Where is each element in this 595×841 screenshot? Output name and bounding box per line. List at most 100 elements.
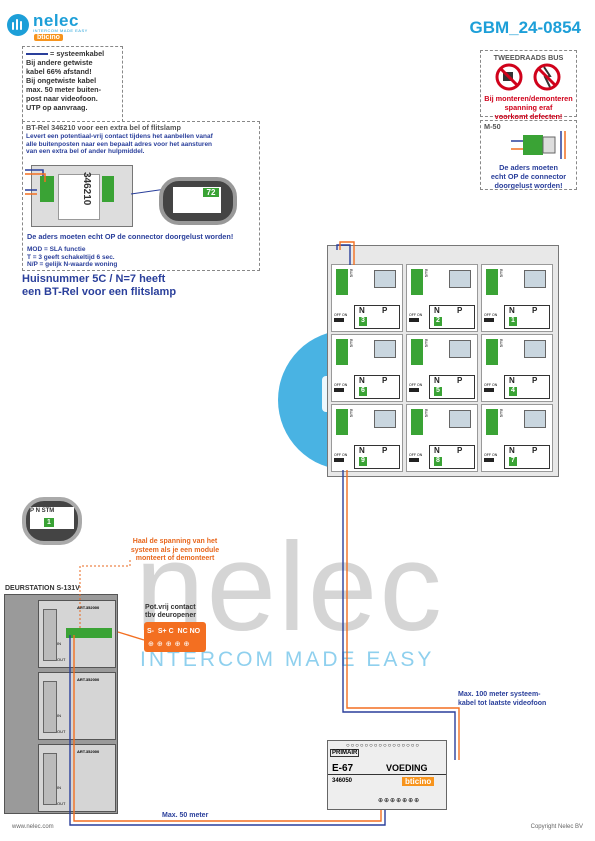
cable-note-line: Bij ongetwiste kabel xyxy=(26,76,97,85)
btrel-note: BT-Rel 346210 voor een extra bel of flit… xyxy=(22,121,260,271)
off-on-switch[interactable]: OFF ON xyxy=(484,313,498,317)
btrel-dip-zoom: 72 xyxy=(159,177,237,225)
psu-terminals-icon: ○○○○○○○○○○○○○○○○ xyxy=(346,743,420,749)
logo-name: nelec xyxy=(33,11,79,30)
bus-warning-line: voorkomt defecten! xyxy=(494,112,563,121)
module-in: IN xyxy=(57,641,61,646)
bus-connector-icon xyxy=(336,409,348,435)
logo-tagline: INTERCOM MADE EASY xyxy=(33,28,88,33)
address-number: 3 xyxy=(359,317,367,326)
p-label: P xyxy=(532,306,538,315)
bus-warning: TWEEDRAADS BUS Bij monteren/demonteren s… xyxy=(480,50,577,121)
n-label: N xyxy=(509,446,515,455)
contact-module: S- S+ C NC NO ⊕⊕⊕⊕⊕ xyxy=(144,622,206,652)
btrel-desc: van een extra bel of ander hulpmiddel. xyxy=(26,148,145,155)
bus-connector-icon xyxy=(336,339,348,365)
off-on-switch[interactable]: OFF ON xyxy=(484,453,498,457)
p-label: P xyxy=(457,446,463,455)
power-note-arrow xyxy=(79,560,131,630)
n-label: N xyxy=(359,446,365,455)
door-station-title: DEURSTATION S-131V xyxy=(5,585,80,592)
cable-100-line: kabel tot laatste videofoon xyxy=(458,700,547,707)
off-on-switch[interactable]: OFF ON xyxy=(409,313,423,317)
m50-title: M-50 xyxy=(484,122,501,131)
address-number: 2 xyxy=(434,317,442,326)
m50-note: M-50 De aders moeten echt OP de connecto… xyxy=(480,120,577,190)
screen-icon xyxy=(524,410,546,428)
p-label: P xyxy=(532,376,538,385)
off-on-switch[interactable]: OFF ON xyxy=(409,383,423,387)
btrel-module: 346210 xyxy=(31,165,133,227)
power-note-line: Haal de spanning van het xyxy=(132,538,218,545)
power-note-line: systeem als je een module xyxy=(130,546,220,554)
bus-label: BUS xyxy=(499,339,504,348)
btrel-setting: T = 3 geeft schakeltijd 6 sec. xyxy=(27,253,115,261)
power-supply: PRIMAIR ○○○○○○○○○○○○○○○○ E-67 VOEDING 34… xyxy=(327,740,447,810)
module-code: ART.352000 xyxy=(77,677,100,682)
watermark-tagline: INTERCOM MADE EASY xyxy=(140,648,435,671)
house-note-line: Huisnummer 5C / N=7 heeft xyxy=(22,273,166,285)
module-out: OUT xyxy=(57,729,66,734)
cable-100-note: Max. 100 meter systeem- kabel tot laatst… xyxy=(458,690,546,708)
btrel-setting: MOD = SLA functie xyxy=(27,246,86,253)
screen-icon xyxy=(524,270,546,288)
p-label: P xyxy=(382,306,388,315)
m50-line: echt OP de connector xyxy=(490,172,567,181)
bus-label: BUS xyxy=(424,409,429,418)
module-out: OUT xyxy=(57,801,66,806)
nelec-logo: nelec INTERCOM MADE EASY bticino xyxy=(7,11,102,44)
cable-note-line: kabel 66% afstand! xyxy=(26,67,92,76)
n-label: N xyxy=(359,376,365,385)
contact-terminals: S- S+ C NC NO xyxy=(147,628,201,635)
n-label: N xyxy=(434,306,440,315)
off-on-switch[interactable]: OFF ON xyxy=(409,453,423,457)
screen-icon xyxy=(449,270,471,288)
bus-label: BUS xyxy=(349,269,354,278)
p-label: P xyxy=(382,446,388,455)
off-on-switch[interactable]: OFF ON xyxy=(334,313,348,317)
btrel-setting: N/P = gelijk N-waarde woning xyxy=(27,261,118,268)
psu-primair: PRIMAIR xyxy=(330,749,360,757)
n-label: N xyxy=(509,376,515,385)
cable-note-line: UTP op aanvraag. xyxy=(26,103,88,112)
n-label: N xyxy=(509,306,515,315)
bus-connector-icon xyxy=(411,339,423,365)
bus-connector-icon xyxy=(411,269,423,295)
contact-title: Pot.vrij contact tbv deuropener xyxy=(145,604,196,620)
address-number: 1 xyxy=(509,317,517,326)
off-on-switch[interactable]: OFF ON xyxy=(334,453,348,457)
bus-label: BUS xyxy=(349,409,354,418)
cable-100-line: Max. 100 meter systeem- xyxy=(458,691,541,698)
screen-icon xyxy=(374,270,396,288)
address-number: 5 xyxy=(434,387,442,396)
bus-warning-title: TWEEDRAADS BUS xyxy=(493,53,564,62)
bus-connector-icon xyxy=(411,409,423,435)
logo-mark-icon xyxy=(7,14,29,36)
screen-icon xyxy=(374,410,396,428)
off-on-switch[interactable]: OFF ON xyxy=(484,383,498,387)
house-note: Huisnummer 5C / N=7 heeft een BT-Rel voo… xyxy=(22,273,176,299)
psu-model: E-67 xyxy=(332,763,354,774)
m50-line: De aders moeten xyxy=(499,163,558,172)
house-note-line: een BT-Rel voor een flitslamp xyxy=(22,286,177,298)
off-on-switch[interactable]: OFF ON xyxy=(334,383,348,387)
footer-website[interactable]: www.nelec.com xyxy=(12,824,54,830)
cable-note-line: post naar videofoon. xyxy=(26,94,98,103)
m50-line: doorgelust worden! xyxy=(494,181,563,190)
screen-icon xyxy=(374,340,396,358)
screen-icon xyxy=(449,410,471,428)
door-dip-zoom: P N STM 1 xyxy=(22,497,82,545)
btrel-footer: De aders moeten echt OP de connector doo… xyxy=(27,232,234,241)
bus-label: BUS xyxy=(424,269,429,278)
n-label: N xyxy=(434,446,440,455)
bus-label: BUS xyxy=(499,269,504,278)
btrel-desc: Levert een potentiaal-vrij contact tijde… xyxy=(26,133,213,140)
